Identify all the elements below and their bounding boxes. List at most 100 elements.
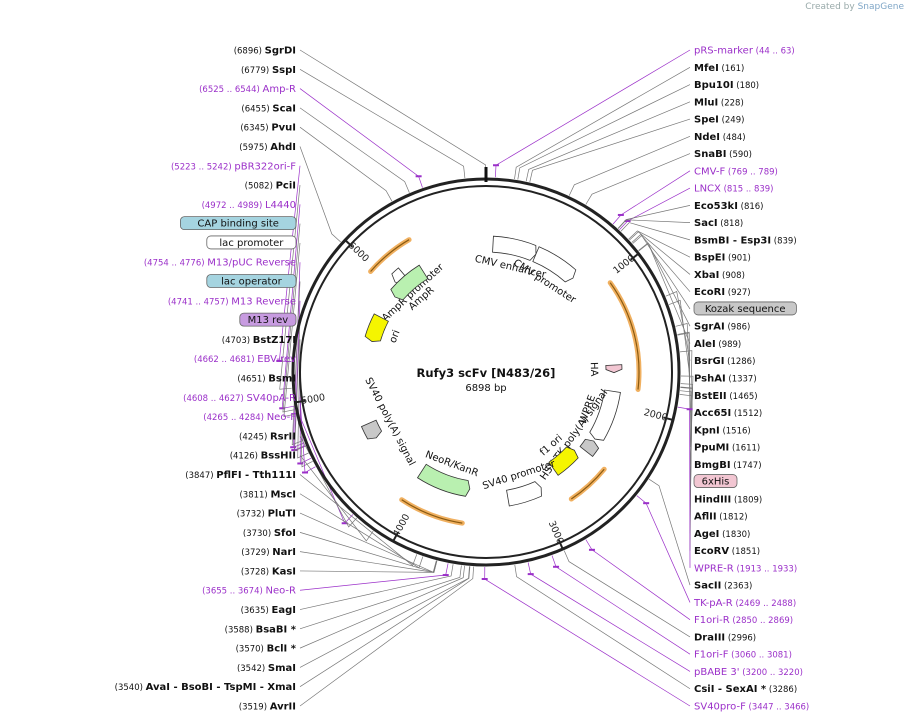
leader-sspi	[299, 68, 466, 179]
site-position: (1747)	[731, 461, 762, 471]
feature-cmv-enhancer	[492, 235, 537, 261]
primer-neo-r: (3655 .. 3674) Neo-R	[202, 586, 296, 597]
site-position: (3519)	[239, 703, 270, 713]
enzyme-rsrii: (4245) RsrII	[239, 431, 296, 442]
site-name: Amp-R	[263, 84, 297, 95]
site-name: L4440	[265, 200, 296, 211]
feature-sv40-promoter	[506, 481, 542, 507]
leader-sacii	[648, 478, 691, 586]
enzyme-ecorv: EcoRV (1851)	[694, 546, 760, 557]
tick-mark-1000	[629, 252, 640, 261]
site-position: (901)	[725, 254, 751, 264]
enzyme-sgrai: SgrAI (986)	[694, 322, 750, 333]
site-position: (5975)	[239, 143, 270, 153]
credit-prefix: Created by	[805, 2, 855, 12]
feature-label-cap-binding-site: CAP binding site	[197, 219, 279, 230]
site-name: NarI	[272, 547, 296, 558]
site-position: (4972 .. 4989)	[202, 201, 265, 211]
site-name: SmaI	[268, 663, 296, 674]
orf-arcs	[368, 237, 642, 526]
site-name: PpuMI	[694, 443, 729, 454]
site-position: (818)	[718, 219, 744, 229]
feature-ampr	[390, 264, 429, 301]
tick-label-2000: 2000	[642, 407, 668, 424]
feature-label-ori: ori	[388, 329, 403, 345]
site-name: WPRE-R	[694, 563, 734, 574]
leader-m13-rev	[294, 320, 306, 452]
site-name: BsaBI *	[256, 624, 297, 635]
site-position: (3811)	[239, 490, 270, 500]
enzyme-eco53ki: Eco53kI (816)	[694, 201, 763, 212]
enzyme-bmgbi: BmgBI (1747)	[694, 460, 762, 471]
feature-label-m13-rev: M13 rev	[248, 315, 289, 326]
site-position: (4651)	[237, 375, 268, 385]
site-position: (1516)	[720, 426, 751, 436]
site-name: SspI	[272, 65, 296, 76]
primer-pbabe-3: pBABE 3' (3200 .. 3220)	[694, 667, 803, 678]
feature-box-lac-operator	[206, 274, 297, 288]
orf-arc-core-4	[401, 499, 463, 524]
site-position: (3732)	[237, 510, 268, 520]
site-position: (4608 .. 4627)	[183, 394, 246, 404]
enzyme-pvui: (6345) PvuI	[240, 123, 296, 134]
feature-hsv-tk-poly-a-signal	[579, 438, 600, 458]
site-name: AvaI - BsoBI - TspMI - XmaI	[146, 682, 296, 693]
leader-ecori	[631, 234, 691, 292]
enzyme-sgrdi: (6896) SgrDI	[234, 46, 296, 57]
site-position: (816)	[738, 202, 764, 212]
site-position: (1913 .. 1933)	[734, 564, 797, 574]
enzyme-pflfi-tth111i: (3847) PflFI - Tth111I	[185, 470, 296, 481]
leader-pvui	[299, 126, 393, 202]
backbone-inner-circle	[299, 185, 673, 559]
site-name: Bpu10I	[694, 80, 734, 91]
site-position: (4245)	[239, 432, 270, 442]
leader-cmv-f	[612, 170, 691, 225]
site-name: SnaBI	[694, 149, 726, 160]
leader-csii-sexai	[514, 564, 691, 690]
site-position: (3540)	[115, 683, 146, 693]
enzyme-ecori: EcoRI (927)	[694, 287, 751, 298]
tick-label-6000: 6000	[346, 240, 371, 265]
enzyme-hindiii: HindIII (1809)	[694, 494, 762, 505]
site-name: LNCX	[694, 184, 721, 195]
site-position: (986)	[725, 323, 751, 333]
enzyme-pshai: PshAI (1337)	[694, 374, 757, 385]
site-position: (1286)	[724, 357, 755, 367]
leader-kozak-sequence	[632, 235, 691, 310]
label-leader-lines	[276, 49, 694, 707]
site-name: SV40pA-R	[247, 393, 296, 404]
site-position: (1809)	[731, 495, 762, 505]
site-position: (3655 .. 3674)	[202, 587, 265, 597]
site-name: SV40pro-F	[694, 702, 746, 713]
enzyme-bspei: BspEI (901)	[694, 253, 751, 264]
site-position: (3729)	[241, 548, 272, 558]
enzyme-spei: SpeI (249)	[694, 115, 744, 126]
site-name: XbaI	[694, 270, 719, 281]
tick-mark-6000	[343, 238, 354, 248]
site-name: pRS-marker	[694, 46, 754, 57]
site-position: (484)	[720, 133, 746, 143]
enzyme-bsabi: (3588) BsaBI *	[225, 624, 297, 635]
site-position: (590)	[726, 150, 752, 160]
site-position: (161)	[719, 64, 745, 74]
site-position: (3447 .. 3466)	[746, 703, 809, 713]
primer-amp-r: (6525 .. 6544) Amp-R	[199, 84, 296, 95]
leader-sgrdi	[299, 49, 486, 177]
leader-neo-r	[299, 563, 449, 591]
orf-arc-1	[368, 237, 412, 274]
site-name: F1ori-R	[694, 615, 730, 626]
site-position: (839)	[771, 236, 797, 246]
site-name: Eco53kI	[694, 201, 738, 212]
feature-cmv-promoter	[532, 246, 577, 283]
leader-avai-bsobi-tspmi-xmai	[299, 566, 471, 688]
site-position: (2850 .. 2869)	[730, 616, 793, 626]
site-position: (815 .. 839)	[721, 185, 774, 195]
primer-prs-marker: pRS-marker (44 .. 63)	[694, 46, 795, 57]
feature-label-sv40-poly-a-signal: SV40 poly(A) signal	[362, 376, 417, 468]
site-name: PflFI - Tth111I	[216, 470, 296, 481]
leader-bsshii	[299, 454, 374, 542]
leader-spei	[529, 118, 691, 183]
leader-wpre-r	[677, 406, 691, 568]
site-name: PluTI	[268, 509, 296, 520]
leader-tk-pa-r	[636, 495, 691, 603]
